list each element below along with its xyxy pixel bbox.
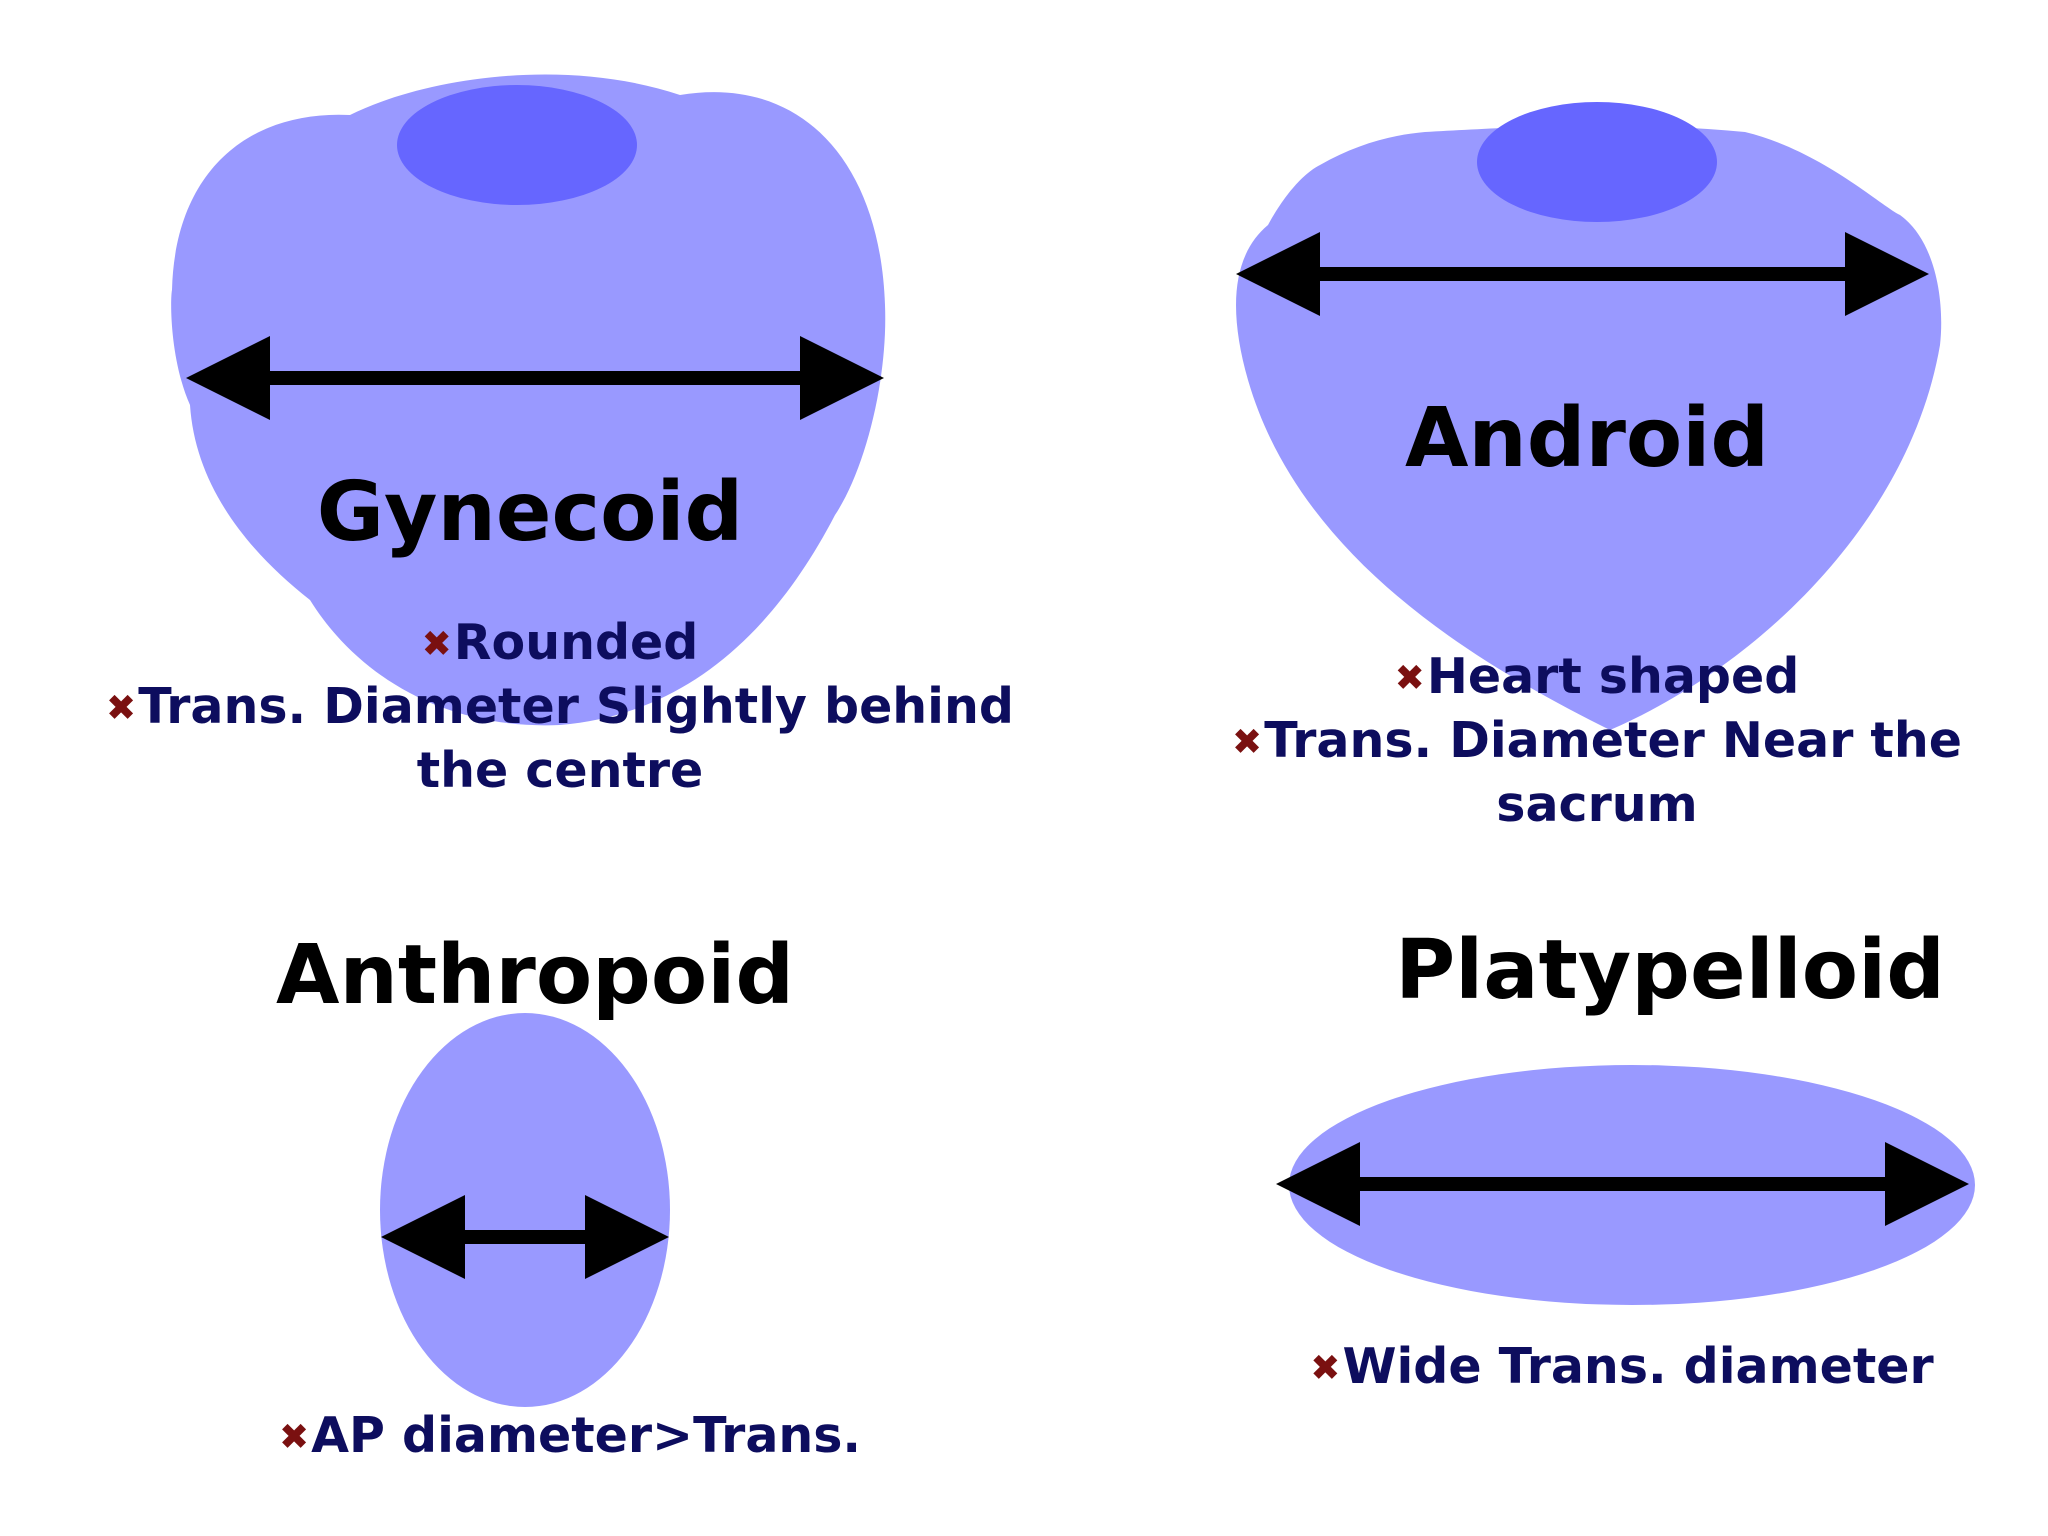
android-inlet-shape (1477, 102, 1717, 222)
list-item: ✖Rounded (421, 614, 699, 671)
gynecoid-title: Gynecoid (316, 465, 744, 560)
x-mark-icon: ✖ (1232, 722, 1263, 763)
x-mark-icon: ✖ (1310, 1348, 1341, 1389)
anthropoid-bullets: ✖AP diameter>Trans. (279, 1405, 861, 1469)
anthropoid-pelvis-shape (380, 1013, 670, 1407)
android-bullets: ✖Heart shaped ✖Trans. Diameter Near the … (1232, 646, 1962, 836)
platypelloid-bullets: ✖Wide Trans. diameter (1310, 1336, 1933, 1400)
list-item: ✖Wide Trans. diameter (1310, 1338, 1934, 1395)
list-item-continuation: sacrum (1496, 776, 1698, 833)
x-mark-icon: ✖ (106, 688, 137, 729)
x-mark-icon: ✖ (278, 1417, 310, 1458)
x-mark-icon: ✖ (1394, 658, 1425, 699)
list-item: ✖Heart shaped (1394, 648, 1800, 705)
x-mark-icon: ✖ (421, 624, 452, 665)
list-item-continuation: the centre (416, 742, 704, 799)
android-title: Android (1404, 391, 1770, 486)
list-item: ✖Trans. Diameter Slightly behind (106, 678, 1014, 735)
list-item: ✖AP diameter>Trans. (278, 1407, 862, 1464)
gynecoid-bullets: ✖Rounded ✖Trans. Diameter Slightly behin… (106, 612, 1014, 802)
anthropoid-title: Anthropoid (275, 928, 795, 1023)
gynecoid-inlet-shape (397, 85, 637, 205)
platypelloid-title: Platypelloid (1395, 923, 1945, 1018)
list-item: ✖Trans. Diameter Near the (1232, 712, 1962, 769)
